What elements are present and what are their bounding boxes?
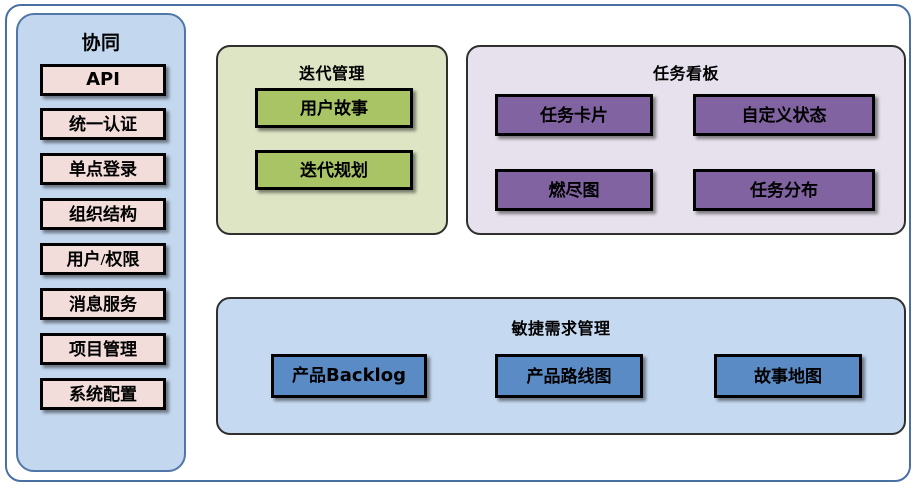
collaboration-item-org-structure[interactable]: 组织结构 [40,198,166,230]
collaboration-item-label: 用户/权限 [66,249,140,269]
collaboration-item-label: 消息服务 [69,294,137,314]
collaboration-item-unified-auth[interactable]: 统一认证 [40,108,166,140]
collaboration-item-sso[interactable]: 单点登录 [40,153,166,185]
iteration-panel: 迭代管理 用户故事 迭代规划 [216,45,448,235]
collaboration-panel-title: 协同 [81,32,121,54]
collaboration-item-label: 统一认证 [69,114,137,134]
agile-item-product-roadmap[interactable]: 产品路线图 [495,354,643,398]
collaboration-item-label: 组织结构 [69,204,137,224]
iteration-item-label: 迭代规划 [300,160,368,180]
taskboard-item-label: 任务卡片 [540,105,608,125]
taskboard-panel: 任务看板 任务卡片 自定义状态 燃尽图 任务分布 [466,45,906,235]
collaboration-panel: 协同 API 统一认证 单点登录 组织结构 用户/权限 消息服务 项目管理 系统… [16,13,186,472]
taskboard-item-label: 自定义状态 [741,105,827,125]
iteration-item-label: 用户故事 [300,98,368,118]
collaboration-item-project-management[interactable]: 项目管理 [40,333,166,365]
agile-item-label-cjk: 产品 [292,366,327,385]
agile-item-label: 产品Backlog [292,367,406,385]
collaboration-item-label: 单点登录 [69,159,137,179]
collaboration-item-label: 系统配置 [69,384,137,404]
collaboration-item-label: 项目管理 [69,339,137,359]
taskboard-item-task-distribution[interactable]: 任务分布 [693,169,875,211]
collaboration-item-message-service[interactable]: 消息服务 [40,288,166,320]
taskboard-panel-title: 任务看板 [652,64,719,83]
iteration-panel-title: 迭代管理 [298,64,365,83]
taskboard-item-burndown-chart[interactable]: 燃尽图 [495,169,653,211]
agile-item-label: 故事地图 [754,366,822,386]
taskboard-item-label: 任务分布 [750,180,818,200]
collaboration-item-user-permission[interactable]: 用户/权限 [40,243,166,275]
agile-panel-title: 敏捷需求管理 [511,319,611,338]
agile-item-product-backlog[interactable]: 产品Backlog [271,354,427,398]
agile-item-story-map[interactable]: 故事地图 [714,354,862,398]
agile-item-label-latin: Backlog [326,365,406,386]
taskboard-item-task-card[interactable]: 任务卡片 [495,94,653,136]
taskboard-item-label: 燃尽图 [548,180,600,200]
agile-item-label: 产品路线图 [526,366,612,386]
iteration-item-iteration-planning[interactable]: 迭代规划 [255,150,413,190]
collaboration-item-api[interactable]: API [40,64,166,96]
collaboration-item-label: API [86,69,120,90]
agile-panel: 敏捷需求管理 产品Backlog 产品路线图 故事地图 [216,297,906,435]
collaboration-item-system-config[interactable]: 系统配置 [40,378,166,410]
taskboard-item-custom-status[interactable]: 自定义状态 [693,94,875,136]
iteration-item-user-story[interactable]: 用户故事 [255,88,413,128]
